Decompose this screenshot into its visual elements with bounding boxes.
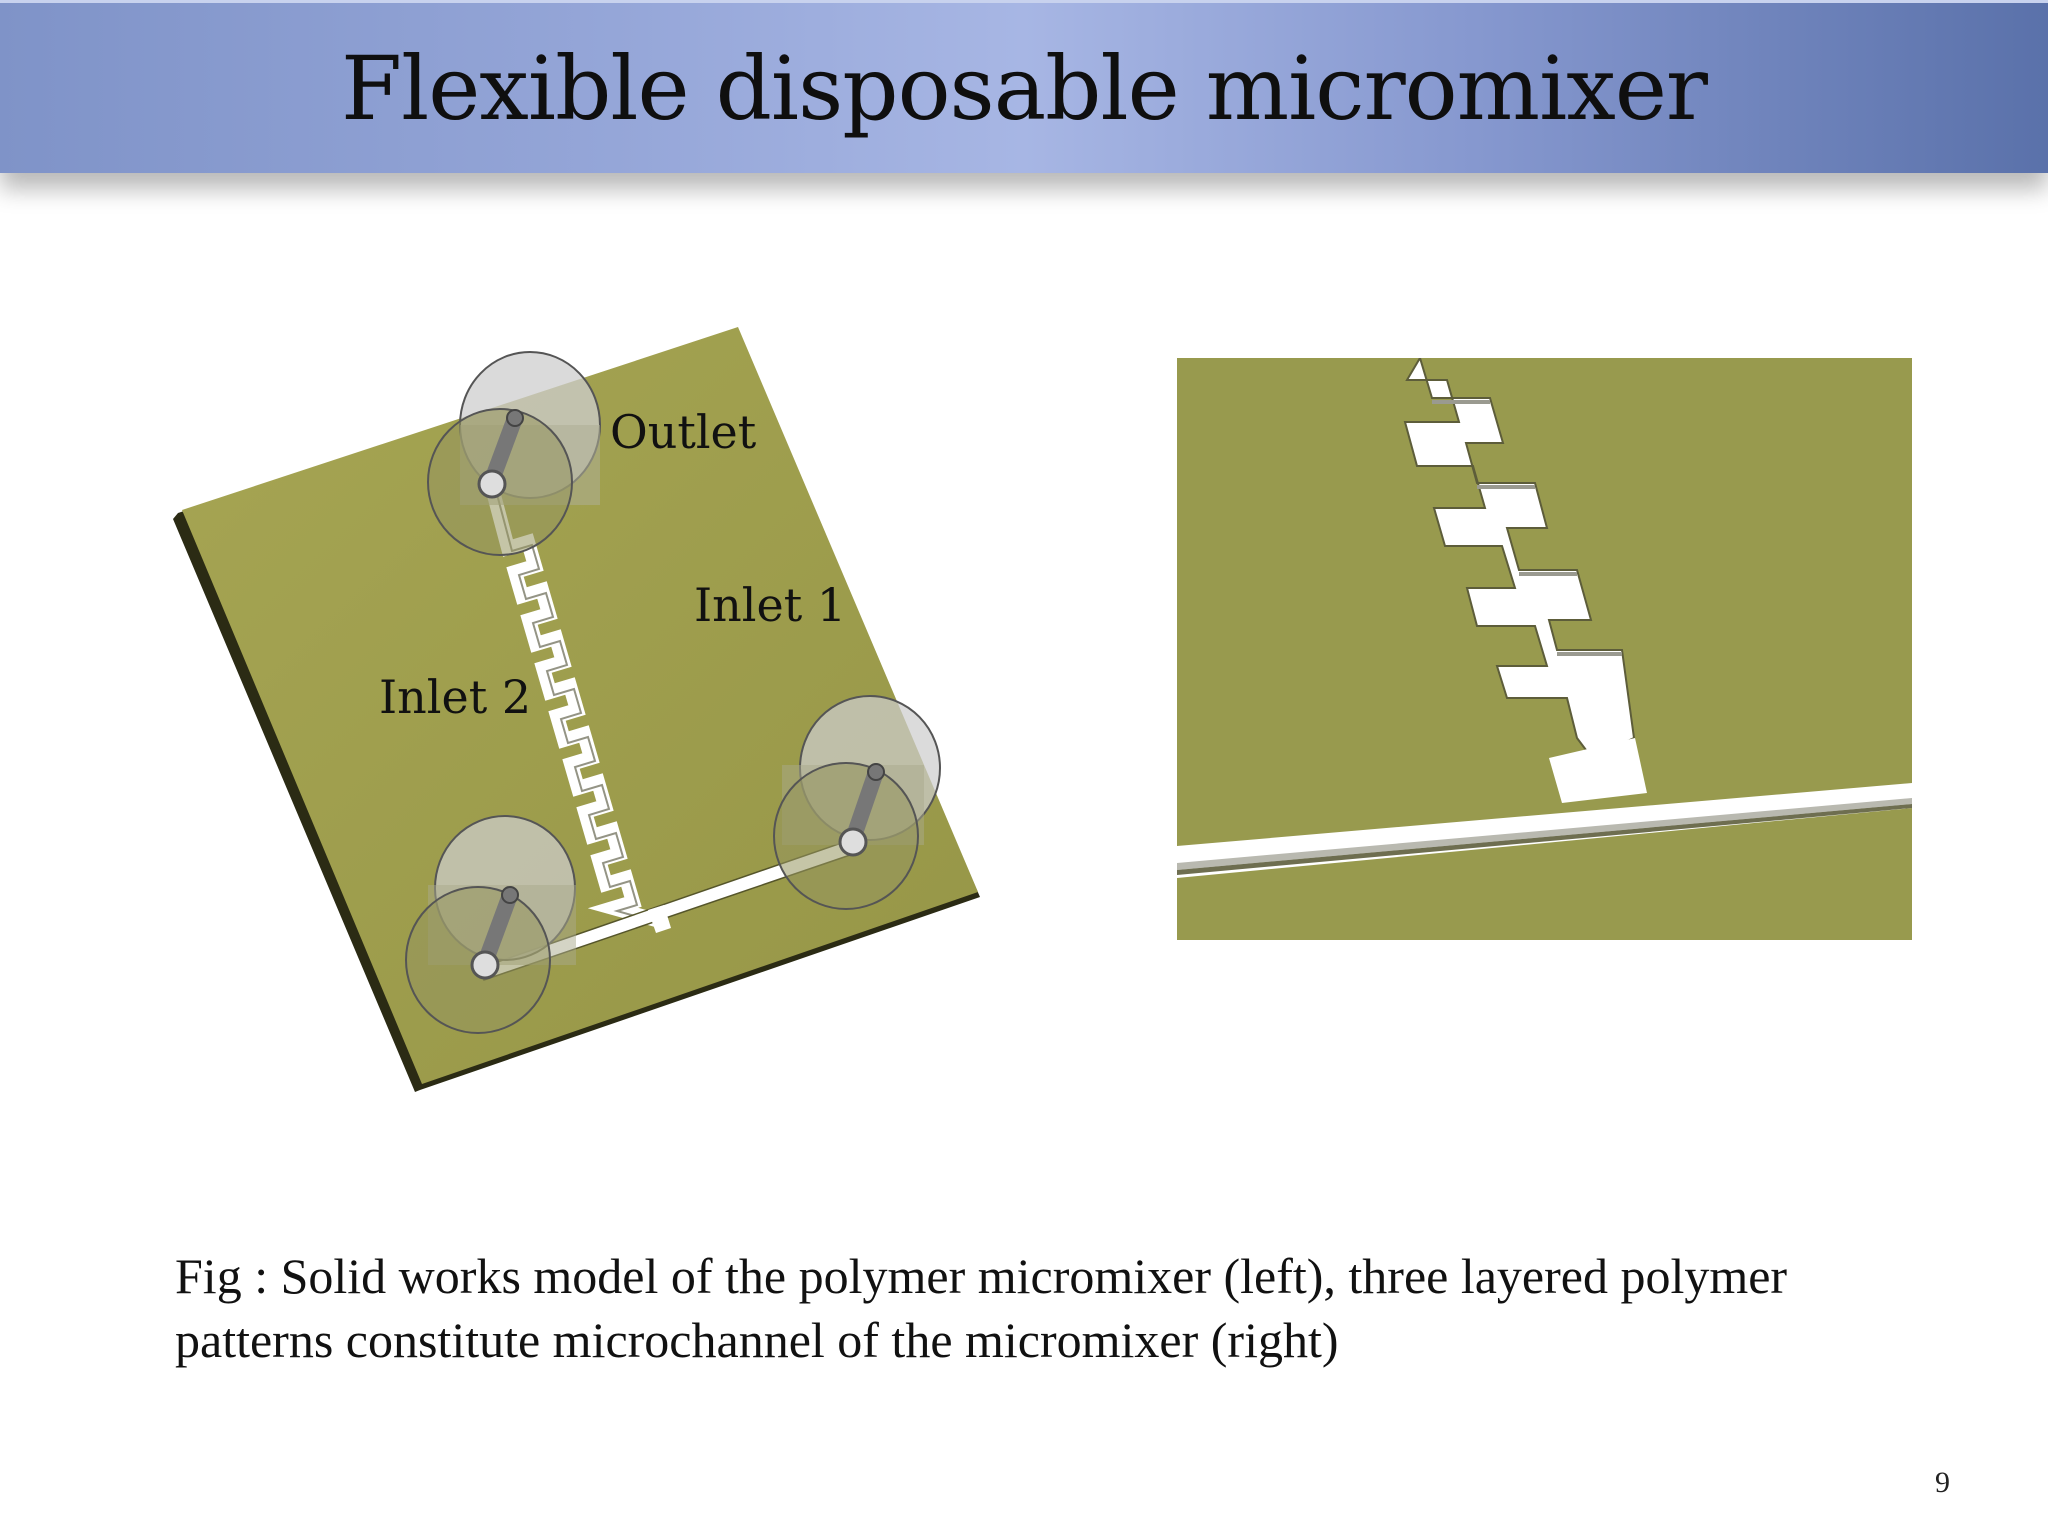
inlet1-port	[773, 695, 941, 910]
caption-line-1: Fig : Solid works model of the polymer m…	[175, 1248, 1788, 1304]
page-number: 9	[1935, 1466, 1950, 1499]
inlet2-label: Inlet 2	[379, 670, 532, 724]
right-figure	[1177, 355, 1912, 940]
channel-closeup-image	[1177, 355, 1912, 940]
micromixer-model-image	[173, 327, 980, 1092]
inlet2-port	[405, 815, 576, 1034]
zigzag-channel	[483, 478, 658, 927]
outlet-port	[427, 351, 601, 556]
closeup-zigzag-channel	[1403, 355, 1636, 760]
left-figure: Outlet Inlet 1 Inlet 2	[170, 320, 1000, 1100]
figure-caption: Fig : Solid works model of the polymer m…	[175, 1244, 2015, 1372]
caption-line-2: patterns constitute microchannel of the …	[175, 1312, 1339, 1368]
outlet-label: Outlet	[610, 405, 757, 459]
slide-title: Flexible disposable micromixer	[341, 37, 1708, 140]
title-bar: Flexible disposable micromixer	[0, 0, 2048, 173]
junction	[648, 905, 671, 933]
inlet1-label: Inlet 1	[694, 578, 847, 632]
